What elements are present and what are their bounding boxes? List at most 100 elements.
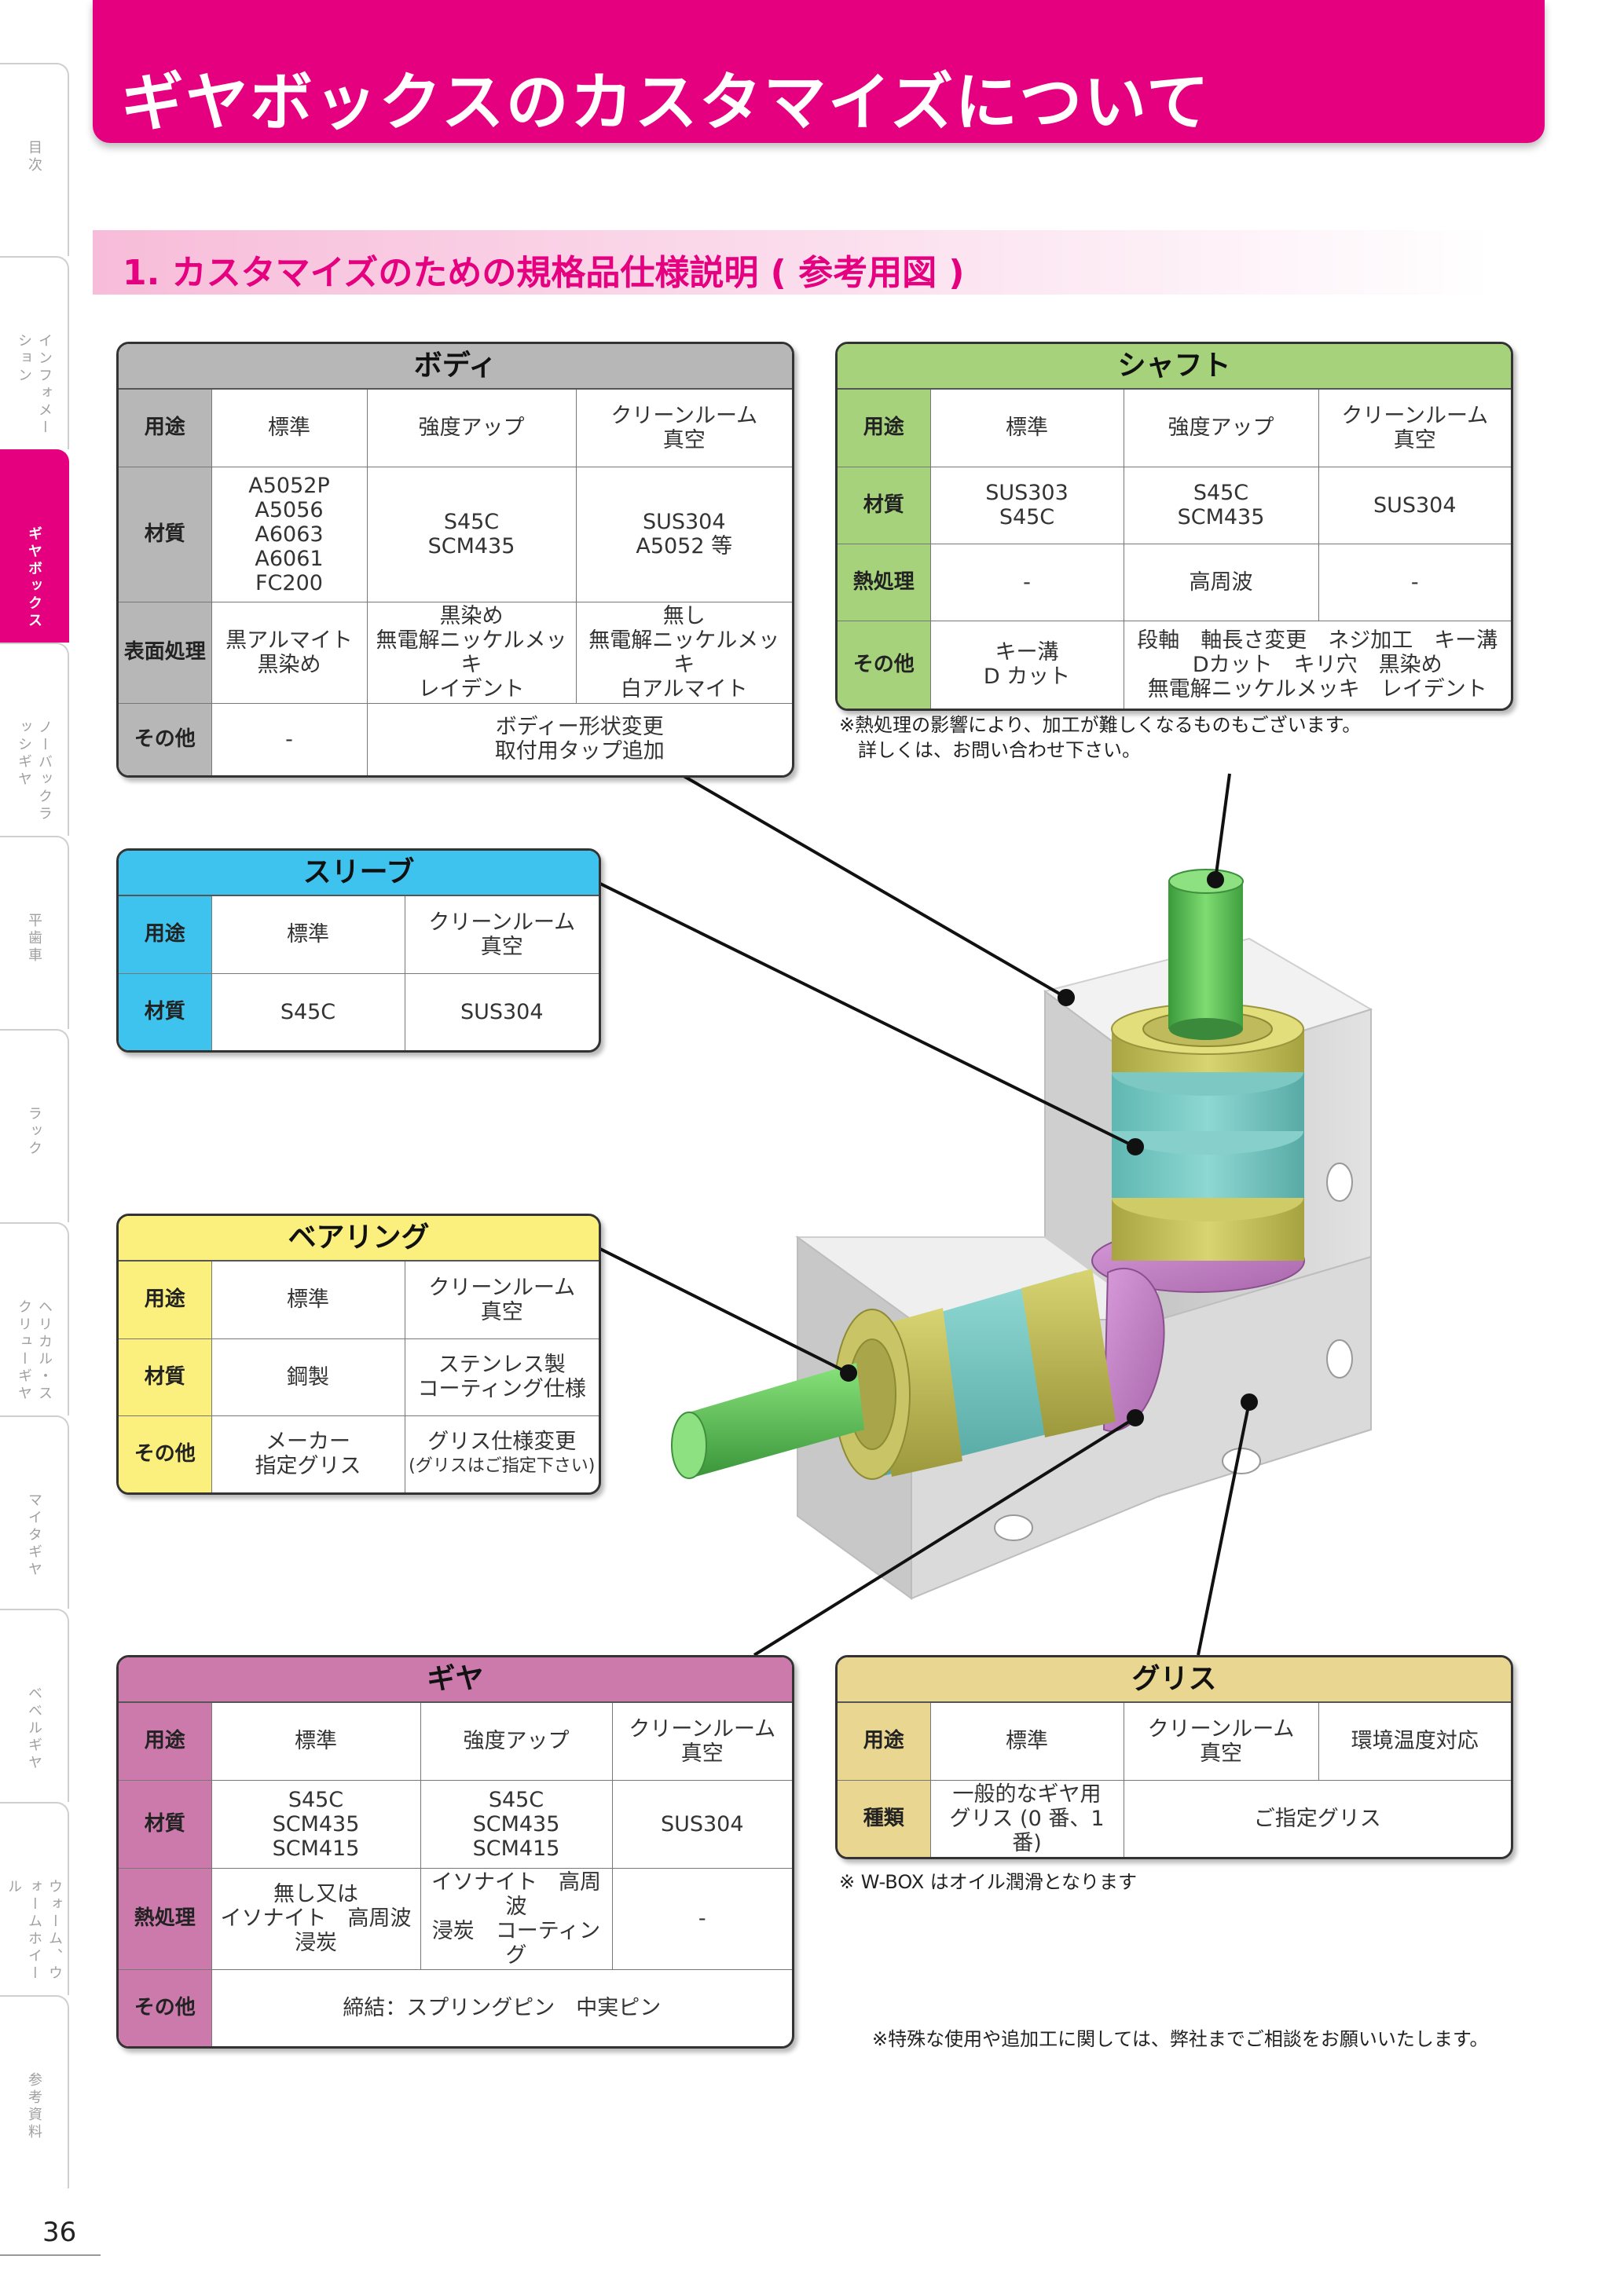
shaft-title: シャフト bbox=[838, 344, 1511, 390]
sleeve-usage-standard: 標準 bbox=[211, 896, 405, 974]
gear-heat-standard: 無し又は イソナイト 高周波 浸炭 bbox=[211, 1867, 421, 1970]
shaft-usage-standard: 標準 bbox=[929, 390, 1124, 467]
gear-other-fastening: 締結：スプリングピン 中実ピン bbox=[211, 1968, 792, 2046]
gear-label-usage: 用途 bbox=[119, 1703, 212, 1781]
gear-usage-strength: 強度アップ bbox=[420, 1703, 613, 1781]
gear-heat-strength: イソナイト 高周波 浸炭 コーティング bbox=[420, 1867, 613, 1970]
body-surface-strength: 黒染め 無電解ニッケルメッキ レイデント bbox=[366, 601, 577, 704]
gear-material-cleanroom: SUS304 bbox=[611, 1779, 792, 1869]
shaft-material-standard: SUS303 S45C bbox=[929, 466, 1124, 544]
bearing-usage-cleanroom: クリーンルーム 真空 bbox=[404, 1262, 599, 1339]
page-number: 36 bbox=[42, 2217, 77, 2248]
gear-material-strength: S45C SCM435 SCM415 bbox=[420, 1779, 613, 1869]
bearing-usage-standard: 標準 bbox=[211, 1262, 405, 1339]
gear-heat-cleanroom: - bbox=[611, 1867, 792, 1970]
side-tab-reference[interactable]: 参考資料 bbox=[0, 1995, 69, 2188]
footer-note: ※特殊な使用や追加工に関しては、弊社までご相談をお願いいたします。 bbox=[872, 2028, 1489, 2050]
sleeve-material-standard: S45C bbox=[211, 972, 405, 1050]
side-tab-bevel-gear[interactable]: ベベルギヤ bbox=[0, 1609, 69, 1802]
sleeve-label-material: 材質 bbox=[119, 972, 212, 1050]
section-title: 1. カスタマイズのための規格品仕様説明 ( 参考用図 ) bbox=[123, 253, 965, 293]
grease-title: グリス bbox=[838, 1657, 1511, 1703]
side-tab-spur-gear[interactable]: 平歯車 bbox=[0, 836, 69, 1029]
side-tab-worm-wheel[interactable]: ウォーム、ウォームホイール bbox=[0, 1802, 69, 1995]
gear-title: ギヤ bbox=[119, 1657, 792, 1703]
side-tab-information[interactable]: インフォメーション bbox=[0, 256, 69, 449]
shaft-other-custom: 段軸 軸長さ変更 ネジ加工 キー溝 Dカット キリ穴 黒染め 無電解ニッケルメッ… bbox=[1123, 620, 1511, 709]
shaft-label-usage: 用途 bbox=[838, 390, 931, 467]
grease-label-type: 種類 bbox=[838, 1779, 931, 1857]
shaft-other-standard: キー溝 D カット bbox=[929, 620, 1124, 709]
bearing-other-cleanroom-main: グリス仕様変更 bbox=[427, 1430, 577, 1455]
section-heading-band: 1. カスタマイズのための規格品仕様説明 ( 参考用図 ) bbox=[93, 230, 1491, 295]
side-tab-gearbox[interactable]: ギヤボックス bbox=[0, 449, 69, 643]
shaft-label-other: その他 bbox=[838, 620, 931, 709]
shaft-heat-cleanroom: - bbox=[1318, 543, 1511, 621]
body-other-standard: - bbox=[211, 702, 368, 775]
page-title: ギヤボックスのカスタマイズについて bbox=[121, 66, 1211, 139]
shaft-material-strength: S45C SCM435 bbox=[1123, 466, 1319, 544]
shaft-spec-table: シャフト 用途 標準 強度アップ クリーンルーム 真空 材質 SUS303 S4… bbox=[835, 342, 1513, 711]
gear-material-standard: S45C SCM435 SCM415 bbox=[211, 1779, 421, 1869]
body-material-standard: A5052P A5056 A6063 A6061 FC200 bbox=[211, 466, 368, 602]
side-tab-contents[interactable]: 目次 bbox=[0, 63, 69, 256]
shaft-heat-standard: - bbox=[929, 543, 1124, 621]
bearing-spec-table: ベアリング 用途 標準 クリーンルーム 真空 材質 鋼製 ステンレス製 コーティ… bbox=[116, 1214, 601, 1495]
gear-label-other: その他 bbox=[119, 1968, 212, 2046]
grease-usage-cleanroom: クリーンルーム 真空 bbox=[1123, 1703, 1319, 1781]
shaft-label-material: 材質 bbox=[838, 466, 931, 544]
side-tab-miter-gear[interactable]: マイタギヤ bbox=[0, 1415, 69, 1609]
shaft-usage-strength: 強度アップ bbox=[1123, 390, 1319, 467]
body-label-usage: 用途 bbox=[119, 390, 212, 467]
body-surface-cleanroom: 無し 無電解ニッケルメッキ 白アルマイト bbox=[575, 601, 792, 704]
grease-note: ※ W-BOX はオイル潤滑となります bbox=[839, 1871, 1138, 1893]
gear-usage-cleanroom: クリーンルーム 真空 bbox=[611, 1703, 792, 1781]
bearing-label-material: 材質 bbox=[119, 1338, 212, 1416]
body-label-surface: 表面処理 bbox=[119, 601, 212, 704]
bearing-label-other: その他 bbox=[119, 1415, 212, 1492]
shaft-material-cleanroom: SUS304 bbox=[1318, 466, 1511, 544]
body-surface-standard: 黒アルマイト 黒染め bbox=[211, 601, 368, 704]
body-label-material: 材質 bbox=[119, 466, 212, 602]
sleeve-material-cleanroom: SUS304 bbox=[404, 972, 599, 1050]
side-tab-helical-screw-gear[interactable]: ヘリカル・スクリューギヤ bbox=[0, 1222, 69, 1415]
bearing-other-standard: メーカー 指定グリス bbox=[211, 1415, 405, 1492]
grease-usage-temperature: 環境温度対応 bbox=[1318, 1703, 1511, 1781]
header-bar: ギヤボックスのカスタマイズについて bbox=[93, 0, 1545, 143]
shaft-usage-cleanroom: クリーンルーム 真空 bbox=[1318, 390, 1511, 467]
grease-type-standard: 一般的なギヤ用 グリス (0 番、1 番) bbox=[929, 1779, 1124, 1857]
body-other-custom: ボディー形状変更 取付用タップ追加 bbox=[366, 702, 792, 775]
horizontal-shaft-assembly bbox=[671, 1268, 1165, 1480]
bearing-other-cleanroom: グリス仕様変更 (グリスはご指定下さい) bbox=[404, 1415, 599, 1492]
body-usage-standard: 標準 bbox=[211, 390, 368, 467]
bearing-material-standard: 鋼製 bbox=[211, 1338, 405, 1416]
leader-lines bbox=[596, 772, 1258, 1657]
bearing-title: ベアリング bbox=[119, 1216, 599, 1262]
side-tab-no-backlash-gear[interactable]: ノーバックラッシギヤ bbox=[0, 643, 69, 836]
body-material-cleanroom: SUS304 A5052 等 bbox=[575, 466, 792, 602]
body-spec-table: ボディ 用途 標準 強度アップ クリーンルーム 真空 材質 A5052P A50… bbox=[116, 342, 794, 778]
body-material-strength: S45C SCM435 bbox=[366, 466, 577, 602]
grease-usage-standard: 標準 bbox=[929, 1703, 1124, 1781]
body-usage-strength: 強度アップ bbox=[366, 390, 577, 467]
sleeve-title: スリーブ bbox=[119, 851, 599, 896]
gear-label-material: 材質 bbox=[119, 1779, 212, 1869]
shaft-heat-strength: 高周波 bbox=[1123, 543, 1319, 621]
grease-spec-table: グリス 用途 標準 クリーンルーム 真空 環境温度対応 種類 一般的なギヤ用 グ… bbox=[835, 1655, 1513, 1859]
shaft-note: ※熱処理の影響により、加工が難しくなるものもございます。 詳しくは、お問い合わせ… bbox=[839, 714, 1362, 761]
body-usage-cleanroom: クリーンルーム 真空 bbox=[575, 390, 792, 467]
gear-usage-standard: 標準 bbox=[211, 1703, 421, 1781]
grease-label-usage: 用途 bbox=[838, 1703, 931, 1781]
page-number-rule bbox=[0, 2254, 101, 2256]
shaft-label-heat: 熱処理 bbox=[838, 543, 931, 621]
sleeve-usage-cleanroom: クリーンルーム 真空 bbox=[404, 896, 599, 974]
bearing-material-cleanroom: ステンレス製 コーティング仕様 bbox=[404, 1338, 599, 1416]
vertical-shaft-assembly bbox=[1091, 869, 1305, 1293]
body-label-other: その他 bbox=[119, 702, 212, 775]
sleeve-spec-table: スリーブ 用途 標準 クリーンルーム 真空 材質 S45C SUS304 bbox=[116, 848, 601, 1053]
bearing-label-usage: 用途 bbox=[119, 1262, 212, 1339]
grease-type-specified: ご指定グリス bbox=[1123, 1779, 1511, 1857]
side-tab-rack[interactable]: ラック bbox=[0, 1029, 69, 1222]
sleeve-label-usage: 用途 bbox=[119, 896, 212, 974]
